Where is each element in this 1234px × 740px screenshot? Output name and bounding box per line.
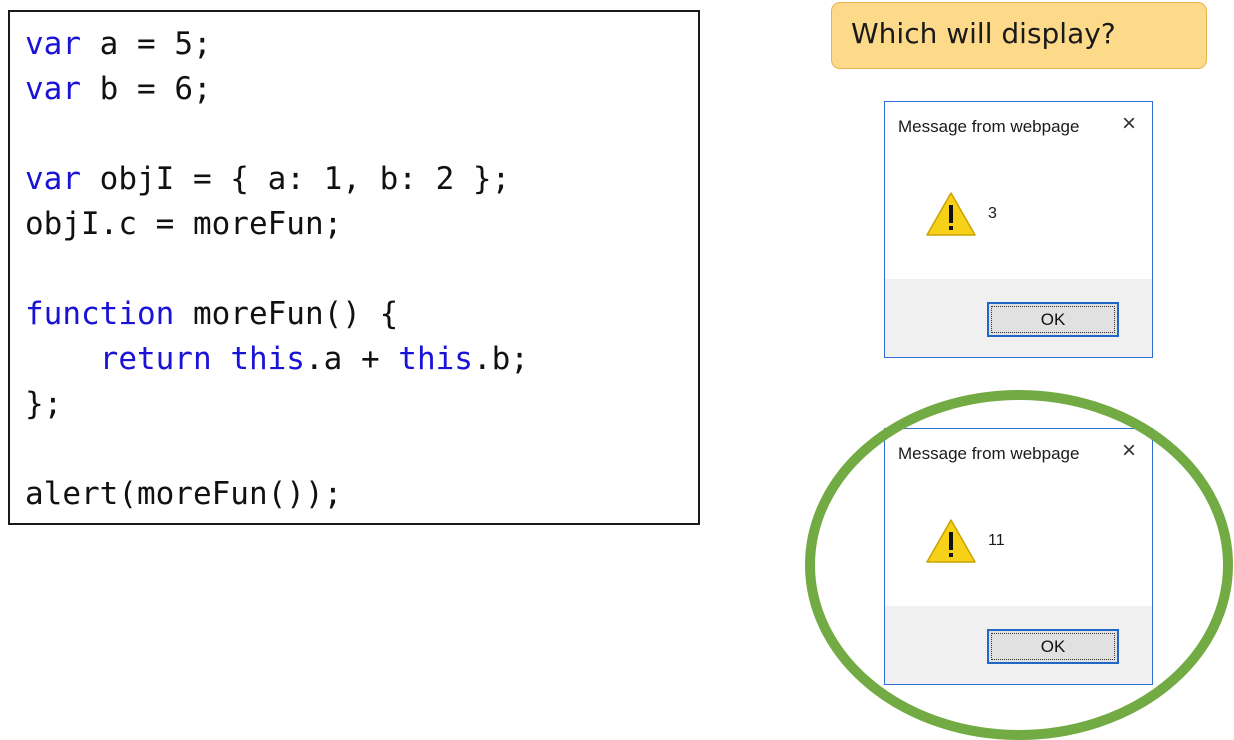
code-keyword: this bbox=[398, 341, 473, 377]
code-line bbox=[25, 247, 698, 292]
code-line: return this.a + this.b; bbox=[25, 337, 698, 382]
code-text: b = 6; bbox=[81, 71, 212, 107]
code-keyword: function bbox=[25, 296, 175, 332]
alert-dialog-option-1: Message from webpage × 3 OK bbox=[884, 101, 1153, 358]
code-line: var a = 5; bbox=[25, 22, 698, 67]
code-text: .a + bbox=[304, 341, 399, 377]
code-text: }; bbox=[25, 386, 63, 422]
warning-icon bbox=[926, 192, 976, 236]
code-keyword: return bbox=[99, 341, 212, 377]
dialog-title: Message from webpage bbox=[898, 117, 1080, 136]
question-callout: Which will display? bbox=[831, 2, 1207, 69]
dialog-message: 3 bbox=[988, 205, 997, 222]
warning-icon bbox=[926, 519, 976, 563]
code-line: alert(moreFun()); bbox=[25, 472, 698, 517]
code-line: var b = 6; bbox=[25, 67, 698, 112]
code-line bbox=[25, 427, 698, 472]
dialog-footer: OK bbox=[885, 606, 1152, 684]
code-line: }; bbox=[25, 382, 698, 427]
code-line bbox=[25, 112, 698, 157]
code-snippet: var a = 5;var b = 6;var objI = { a: 1, b… bbox=[8, 10, 700, 525]
code-keyword: var bbox=[25, 71, 81, 107]
code-text: .b; bbox=[472, 341, 529, 377]
code-keyword: var bbox=[25, 161, 81, 197]
code-line: objI.c = moreFun; bbox=[25, 202, 698, 247]
question-text: Which will display? bbox=[851, 17, 1116, 50]
code-text bbox=[212, 341, 231, 377]
code-line: var objI = { a: 1, b: 2 }; bbox=[25, 157, 698, 202]
code-text: moreFun() { bbox=[174, 296, 399, 332]
code-line: function moreFun() { bbox=[25, 292, 698, 337]
alert-dialog-option-2: Message from webpage × 11 OK bbox=[884, 428, 1153, 685]
code-text: objI.c = moreFun; bbox=[25, 206, 343, 242]
code-keyword: var bbox=[25, 26, 81, 62]
code-text: alert(moreFun()); bbox=[25, 476, 343, 512]
ok-button[interactable]: OK bbox=[987, 302, 1119, 337]
code-text bbox=[25, 341, 100, 377]
code-text: objI = { a: 1, b: 2 }; bbox=[81, 161, 511, 197]
code-keyword: this bbox=[230, 341, 305, 377]
close-icon[interactable]: × bbox=[1121, 110, 1136, 137]
dialog-title: Message from webpage bbox=[898, 444, 1080, 463]
dialog-message: 11 bbox=[988, 532, 1005, 549]
code-text: a = 5; bbox=[81, 26, 212, 62]
dialog-footer: OK bbox=[885, 279, 1152, 357]
ok-button[interactable]: OK bbox=[987, 629, 1119, 664]
close-icon[interactable]: × bbox=[1121, 437, 1136, 464]
